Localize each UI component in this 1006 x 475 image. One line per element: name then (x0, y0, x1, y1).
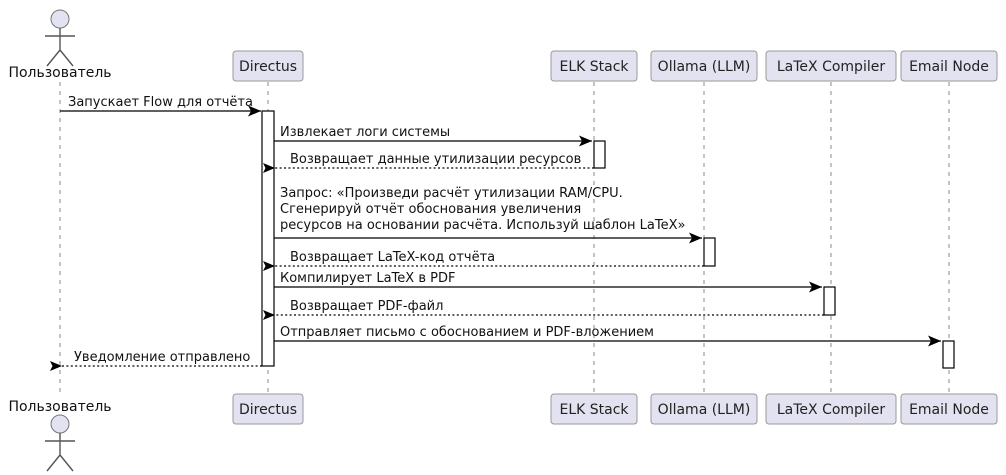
message-6-directus-to-latex: Компилирует LaTeX в PDF (274, 271, 822, 293)
message-arrowhead (50, 361, 62, 371)
message-label: Запускает Flow для отчёта (68, 95, 253, 110)
message-label: Уведомление отправлено (74, 350, 250, 365)
header-participant-label: LaTeX Compiler (777, 59, 885, 75)
header-participant-directus[interactable]: Directus (232, 50, 304, 82)
message-arrowhead (689, 232, 702, 244)
footer-participant-label: ELK Stack (559, 402, 629, 418)
activation-bar-elk (593, 140, 606, 169)
message-1-user-to-directus: Запускает Flow для отчёта (60, 95, 261, 117)
footer-participant-email[interactable]: Email Node (900, 393, 998, 425)
header-actor-label: Пользователь (8, 65, 111, 81)
message-4-directus-to-ollama: Запрос: «Произведи расчёт утилизации RAM… (274, 186, 702, 244)
activation-bar-ollama (703, 237, 716, 267)
message-label: Возвращает LaTeX-код отчёта (290, 250, 495, 265)
message-2-directus-to-elk: Извлекает логи системы (274, 125, 592, 147)
header-participant-label: Ollama (LLM) (658, 59, 751, 75)
actor-body-icon (45, 433, 75, 472)
message-arrowhead (263, 310, 275, 320)
message-arrowhead (579, 135, 592, 147)
header-participant-label: Email Node (909, 59, 989, 75)
message-label-line: Запрос: «Произведи расчёт утилизации RAM… (280, 186, 623, 201)
message-9-directus-to-user: Уведомление отправлено (50, 350, 262, 371)
message-arrowhead (263, 163, 275, 173)
footer-participant-directus[interactable]: Directus (232, 393, 304, 425)
message-arrowhead (928, 335, 941, 347)
footer-participant-label: Email Node (909, 402, 989, 418)
message-label: Возвращает PDF-файл (290, 299, 443, 314)
message-7-latex-to-directus: Возвращает PDF-файл (263, 299, 824, 320)
message-8-directus-to-email: Отправляет письмо с обоснованием и PDF-в… (274, 325, 941, 347)
message-3-elk-to-directus: Возвращает данные утилизации ресурсов (263, 152, 594, 173)
header-participant-elk[interactable]: ELK Stack (550, 50, 638, 82)
actor-body-icon (45, 28, 75, 67)
header-participant-ollama[interactable]: Ollama (LLM) (650, 50, 758, 82)
footer-participant-elk[interactable]: ELK Stack (550, 393, 638, 425)
message-label-line: ресурсов на основании расчёта. Используй… (280, 218, 685, 233)
footer-actor-user[interactable]: Пользователь (8, 399, 112, 472)
message-arrowhead (248, 105, 261, 117)
footer-participant-label: Directus (239, 402, 297, 418)
footer-participant-label: LaTeX Compiler (777, 402, 885, 418)
footer-actor-label: Пользователь (8, 399, 111, 415)
message-label: Компилирует LaTeX в PDF (280, 271, 455, 286)
message-label: Возвращает данные утилизации ресурсов (290, 152, 581, 167)
header-actor-user[interactable]: Пользователь (8, 9, 112, 81)
message-arrowhead (263, 261, 275, 271)
message-label: Извлекает логи системы (280, 125, 450, 140)
header-participant-latex[interactable]: LaTeX Compiler (765, 50, 897, 82)
message-arrowhead (809, 281, 822, 293)
header-participant-email[interactable]: Email Node (900, 50, 998, 82)
activation-bar-directus (261, 110, 275, 367)
message-label-line: Сгенерируй отчёт обоснования увеличения (280, 202, 581, 217)
message-label: Запрос: «Произведи расчёт утилизации RAM… (280, 186, 685, 233)
actor-head-icon (50, 9, 70, 29)
activations-layer (261, 110, 955, 369)
footer-participant-label: Ollama (LLM) (658, 402, 751, 418)
activation-bar-email (942, 340, 955, 369)
message-5-ollama-to-directus: Возвращает LaTeX-код отчёта (263, 250, 704, 271)
footer-participant-ollama[interactable]: Ollama (LLM) (650, 393, 758, 425)
header-participant-label: Directus (239, 59, 297, 75)
header-participant-label: ELK Stack (559, 59, 629, 75)
actor-head-icon (50, 414, 70, 434)
message-label: Отправляет письмо с обоснованием и PDF-в… (280, 325, 654, 340)
activation-bar-latex (823, 286, 836, 316)
footer-participant-latex[interactable]: LaTeX Compiler (765, 393, 897, 425)
